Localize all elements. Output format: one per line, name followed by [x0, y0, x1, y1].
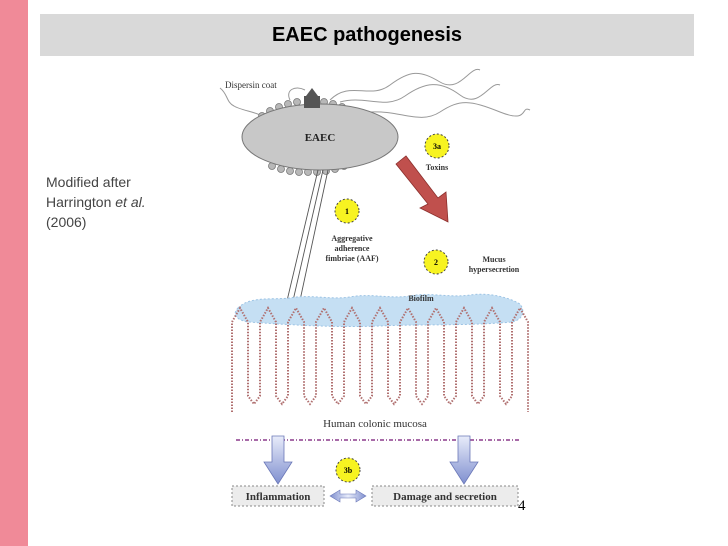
bidirectional-arrow — [329, 489, 367, 503]
slide-title: EAEC pathogenesis — [271, 24, 463, 46]
slide-number: 4 — [518, 498, 526, 514]
badge-1 — [334, 198, 360, 224]
aaf-label-line-2: adherence — [335, 244, 370, 253]
left-accent-bar — [0, 0, 28, 546]
colonic-villi — [231, 305, 529, 412]
title-bar — [40, 14, 694, 56]
inflammation-label: Inflammation — [246, 491, 311, 503]
biofilm-label: Biofilm — [408, 294, 434, 303]
badge-3b — [335, 457, 361, 483]
badge-2 — [423, 249, 449, 275]
secretion-pore — [304, 96, 320, 108]
caption-etal: et al. — [115, 194, 146, 210]
source-caption: Modified after Harrington et al. (2006) — [46, 172, 146, 232]
badge-3b-label: 3b — [344, 466, 353, 475]
pore-arrow-icon — [306, 88, 318, 96]
caption-author: Harrington — [46, 194, 116, 210]
flagella — [219, 68, 531, 118]
caption-line-1: Modified after — [46, 174, 131, 190]
aaf-fimbriae — [285, 169, 329, 306]
damage-box — [371, 485, 519, 507]
down-arrow-left — [263, 435, 293, 485]
mucosa-label: Human colonic mucosa — [323, 418, 427, 430]
damage-label: Damage and secretion — [393, 491, 497, 503]
caption-line-3: (2006) — [46, 214, 87, 230]
aaf-label-line-3: fimbriae (AAF) — [325, 254, 378, 263]
eaec-label: EAEC — [305, 132, 336, 144]
badge-3a-label: 3a — [433, 142, 441, 151]
mucus-label-line-2: hypersecretion — [469, 265, 520, 274]
badge-2-label: 2 — [434, 258, 438, 267]
badge-1-label: 1 — [345, 207, 349, 216]
toxin-arrow — [395, 155, 449, 223]
caption-line-2: Harrington et al. — [46, 192, 146, 212]
dispersin-label: Dispersin coat — [225, 80, 277, 90]
aaf-label-line-1: Aggregative — [331, 234, 373, 243]
mucus-label-line-1: Mucus — [482, 255, 505, 264]
inflammation-box — [231, 485, 325, 507]
toxins-label: Toxins — [426, 163, 448, 172]
down-arrow-right — [449, 435, 479, 485]
badge-3a — [424, 133, 450, 159]
